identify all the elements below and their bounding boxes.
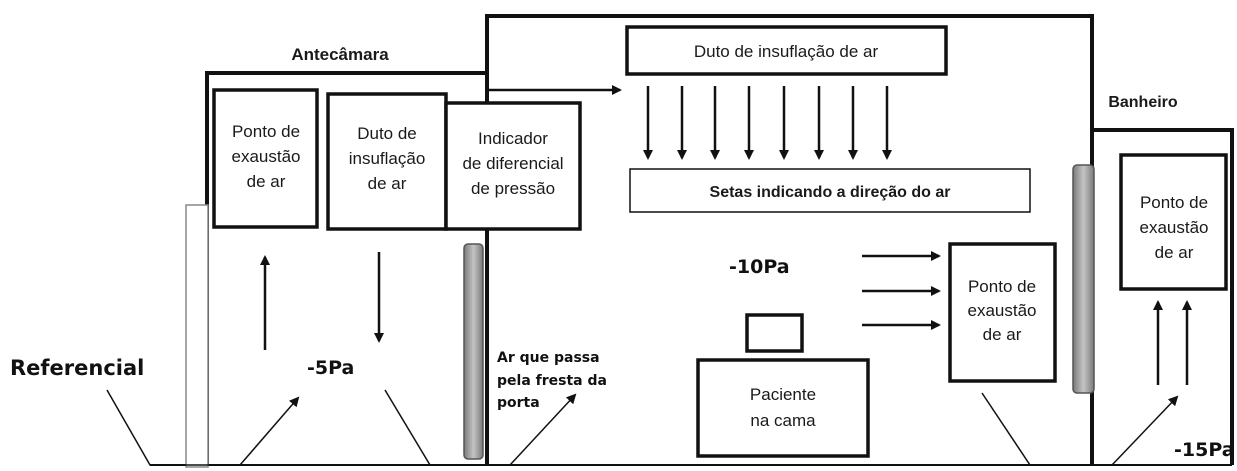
reference-pointer [106, 389, 240, 466]
room-exhaust-line1: Ponto de [968, 277, 1036, 296]
bathroom-exhaust-line2: exaustão [1140, 218, 1209, 237]
anteroom-exhaust-line1: Ponto de [232, 122, 300, 141]
reference-label: Referencial [10, 356, 144, 380]
main-supply-duct-label: Duto de insuflação de ar [694, 42, 879, 61]
anteroom-supply-line1: Duto de [357, 124, 417, 143]
anteroom-door [463, 243, 484, 460]
anteroom-exhaust-line2: exaustão [232, 147, 301, 166]
anteroom-label: Antecâmara [291, 45, 389, 64]
bathroom-exhaust-line1: Ponto de [1140, 193, 1208, 212]
door-gap-arrow [509, 393, 577, 466]
pressure-indicator-line1: Indicador [478, 129, 548, 148]
bathroom-pointer [981, 392, 1112, 466]
anteroom-supply-box [326, 92, 448, 231]
arrows-legend-box [629, 168, 1031, 213]
bathroom-label: Banheiro [1108, 94, 1178, 111]
door-gap-pointer [384, 389, 510, 466]
patient-bed-line1: Paciente [750, 385, 816, 404]
pressure-indicator-line3: de pressão [471, 179, 555, 198]
bathroom-pressure: -15Pa [1174, 439, 1235, 461]
room-pressure: -10Pa [729, 256, 790, 278]
patient-bed-line2: na cama [750, 411, 816, 430]
anteroom-exhaust-box [212, 88, 319, 229]
arrows-legend-label: Setas indicando a direção do ar [710, 184, 951, 201]
pressure-indicator-box [444, 101, 582, 231]
patient-pillow [745, 313, 804, 353]
bathroom-exhaust-line3: de ar [1155, 243, 1194, 262]
corridor-strip [185, 204, 209, 468]
reference-arrow [239, 396, 300, 466]
air-gap-line2: pela fresta da [497, 373, 607, 389]
bathroom-gap-arrow [1111, 395, 1179, 466]
anteroom-supply-line3: de ar [368, 174, 407, 193]
air-gap-line1: Ar que passa [497, 350, 600, 366]
anteroom-exhaust-line3: de ar [247, 172, 286, 191]
air-gap-line3: porta [497, 395, 540, 411]
room-exhaust-box [948, 242, 1057, 383]
pressure-indicator-line2: de diferencial [462, 154, 563, 173]
downflow-arrows [643, 86, 892, 160]
reference-pointers [106, 389, 1179, 466]
anteroom-pressure: -5Pa [307, 357, 354, 379]
bathroom-exhaust-box [1119, 153, 1228, 291]
room-exhaust-line2: exaustão [968, 301, 1037, 320]
main-supply-duct-box [625, 25, 948, 76]
room-exhaust-line3: de ar [983, 325, 1022, 344]
bathroom-door [1072, 164, 1095, 394]
walls [150, 14, 1234, 466]
patient-bed-box [696, 358, 870, 458]
anteroom-supply-line2: insuflação [349, 149, 426, 168]
